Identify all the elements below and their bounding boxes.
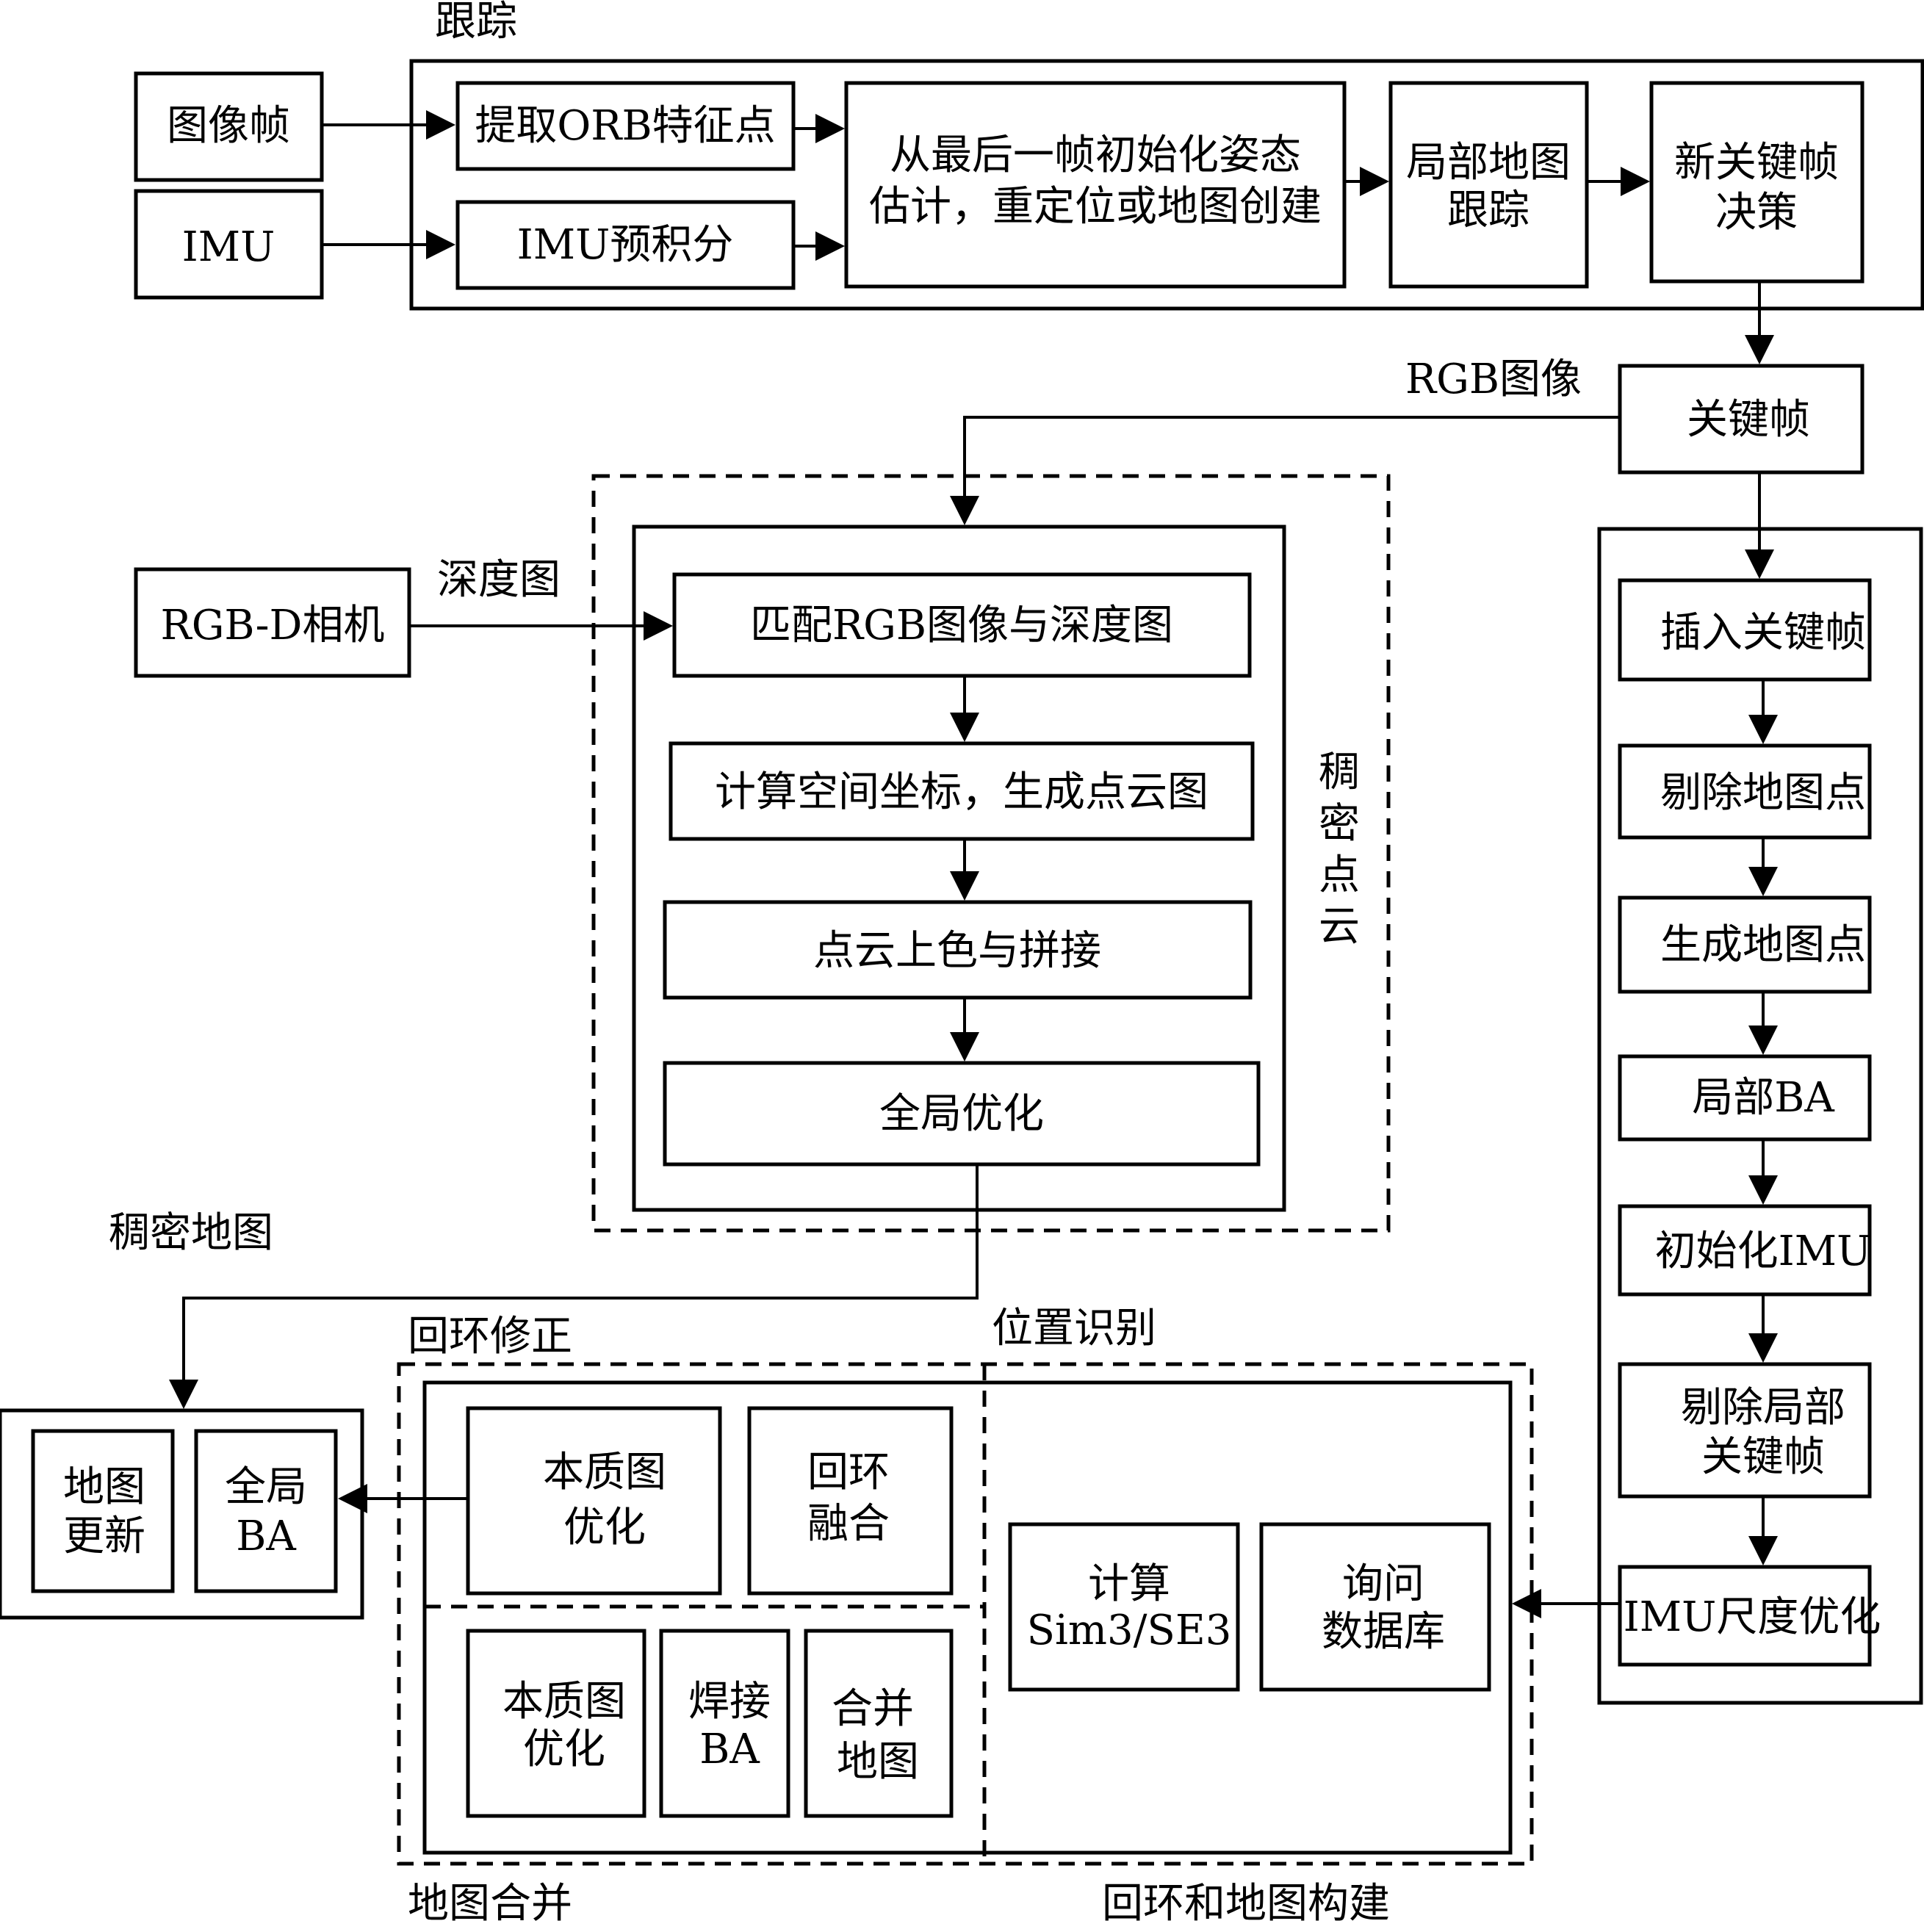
arrow-globalopt-to-mapupdate [169,1164,979,1409]
cull-keyframes-text-2: 关键帧 [1701,1433,1825,1481]
loop-fusion-box [747,1406,954,1596]
query-db-box [1259,1522,1491,1692]
dense-outer-dashed [591,474,1391,1233]
create-points-box [1618,895,1872,994]
merge-maps-box [804,1629,954,1818]
imu-preint-text: IMU预积分 [517,221,734,269]
merge-maps-text-2: 地图 [837,1738,919,1786]
rgbd-camera-box [134,567,411,678]
insert-keyframe-box [1618,578,1872,682]
image-frame-box [134,71,324,182]
dense-point-cloud-label-4: 云 [1319,903,1360,951]
query-db-text-1: 询问 [1342,1560,1424,1608]
essential-graph-opt-2-text-2: 优化 [523,1726,605,1773]
compute-sim3-text-1: 计算 [1088,1560,1170,1608]
local-map-tracking-box [1388,81,1589,289]
match-rgb-depth-box [672,572,1252,678]
compute-sim3-text-2: Sim3/SE3 [1027,1607,1232,1654]
cull-points-text: 剔除地图点 [1660,769,1866,817]
keyframe-text: 关键帧 [1687,396,1810,444]
insert-keyframe-text: 插入关键帧 [1660,609,1866,657]
global-ba-box [194,1429,338,1593]
rgbd-camera-text: RGB-D相机 [161,602,385,649]
imu-scale-opt-box [1618,1565,1872,1667]
pose-init-box [844,81,1347,289]
essential-graph-opt-box [466,1406,722,1596]
dense-point-cloud-label-1: 稠 [1319,749,1360,796]
color-stitch-box [663,900,1253,1000]
weld-ba-text-2: BA [699,1726,760,1773]
dense-map-label: 稠密地图 [109,1209,273,1257]
local-map-tracking-text-2: 跟踪 [1447,187,1530,234]
depth-map-label: 深度图 [437,556,561,604]
cull-keyframes-text-1: 剔除局部 [1681,1384,1845,1432]
essential-graph-opt-text-2: 优化 [563,1504,646,1551]
query-db-text-2: 数据库 [1322,1608,1445,1656]
local-ba-box [1618,1054,1872,1142]
loop-map-building-label: 回环和地图构建 [1102,1880,1390,1928]
weld-ba-box [659,1629,790,1818]
new-keyframe-decision-text-2: 决策 [1715,189,1798,237]
rgb-image-label: RGB图像 [1405,356,1582,403]
dense-point-cloud-label-3: 点 [1319,851,1360,899]
init-imu-box [1618,1204,1872,1297]
keyframe-box [1618,364,1864,475]
loop-correction-label: 回环修正 [408,1313,572,1360]
dense-point-cloud-label-2: 密 [1319,800,1360,848]
arrow-keyframe-rgb-to-dense [950,416,1620,525]
local-map-tracking-text-1: 局部地图 [1406,139,1571,187]
map-update-frame [0,1408,364,1620]
map-update-box [31,1429,175,1593]
image-frame-text: 图像帧 [167,102,290,150]
color-stitch-text: 点云上色与拼接 [813,927,1101,975]
map-merge-label: 地图合并 [408,1880,572,1928]
extract-orb-text: 提取ORB特征点 [475,102,775,150]
tracking-frame [409,59,1924,311]
extract-orb-box [455,81,796,171]
section-tracking-label: 跟踪 [435,0,517,46]
place-recognition-label: 位置识别 [992,1305,1156,1352]
global-ba-text-2: BA [236,1513,296,1560]
essential-graph-opt-2-box [466,1629,646,1818]
imu-text: IMU [182,223,275,271]
global-ba-text-1: 全局 [225,1463,307,1511]
imu-scale-opt-text: IMU尺度优化 [1624,1593,1881,1641]
essential-graph-opt-text-1: 本质图 [543,1449,666,1496]
map-update-text-1: 地图 [63,1463,145,1511]
global-opt-box [663,1061,1261,1167]
cull-keyframes-box [1618,1362,1872,1499]
weld-ba-text-1: 焊接 [688,1678,771,1726]
new-keyframe-decision-box [1649,81,1864,284]
dense-inner-frame [632,525,1286,1212]
match-rgb-depth-text: 匹配RGB图像与深度图 [750,602,1173,649]
pose-init-text-1: 从最后一帧初始化姿态 [890,131,1301,179]
loop-fusion-text-1: 回环 [807,1449,890,1496]
loop-fusion-text-2: 融合 [807,1500,890,1548]
compute-sim3-box [1008,1522,1240,1692]
merge-maps-text-1: 合并 [832,1685,914,1733]
new-keyframe-decision-text-1: 新关键帧 [1674,139,1839,187]
compute-coords-text: 计算空间坐标，生成点云图 [715,768,1208,816]
map-update-text-2: 更新 [63,1513,145,1560]
pose-init-text-2: 估计，重定位或地图创建 [869,183,1322,231]
loop-inner-frame [422,1380,1513,1855]
global-opt-text: 全局优化 [879,1090,1044,1138]
create-points-text: 生成地图点 [1660,921,1866,969]
cull-points-box [1618,743,1872,840]
init-imu-text: 初始化IMU [1655,1228,1872,1275]
compute-coords-box [669,741,1255,841]
local-ba-text: 局部BA [1692,1074,1834,1122]
essential-graph-opt-2-text-1: 本质图 [502,1678,626,1726]
